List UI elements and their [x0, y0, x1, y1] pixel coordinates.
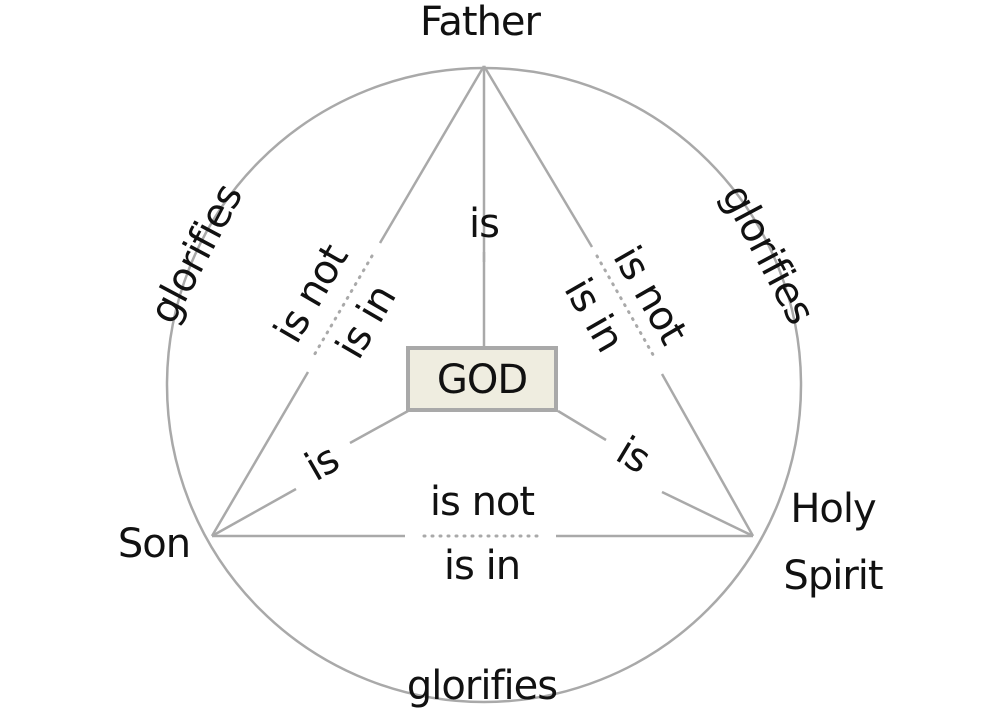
- son-label: Son: [118, 521, 190, 567]
- relation-spirit-is-god: is: [608, 428, 657, 483]
- father-label: Father: [420, 0, 541, 45]
- god-box: [406, 346, 558, 412]
- spirit-label: Spirit: [783, 553, 882, 599]
- god-label: GOD: [437, 357, 527, 403]
- father-son-line-lower: [210, 371, 310, 537]
- son-god-line-upper: [349, 409, 409, 445]
- glorifies-bottom: glorifies: [407, 663, 557, 709]
- relation-son-spirit-is-not: is not: [430, 479, 534, 525]
- relation-father-is-god: is: [469, 201, 499, 247]
- relation-son-spirit-is-in: is in: [444, 543, 520, 589]
- father-spirit-line-upper: [482, 65, 594, 248]
- father-son-line-upper: [378, 65, 486, 244]
- father-son-dots: [311, 254, 374, 359]
- father-spirit-line-lower: [660, 373, 755, 537]
- son-god-line-lower: [211, 487, 297, 538]
- relation-son-is-god: is: [298, 436, 347, 491]
- spirit-god-line-lower: [661, 490, 754, 538]
- glorifies-left: glorifies: [141, 177, 252, 331]
- glorifies-right: glorifies: [712, 177, 823, 331]
- spirit-god-line-upper: [557, 409, 607, 442]
- holy-label: Holy: [790, 486, 876, 532]
